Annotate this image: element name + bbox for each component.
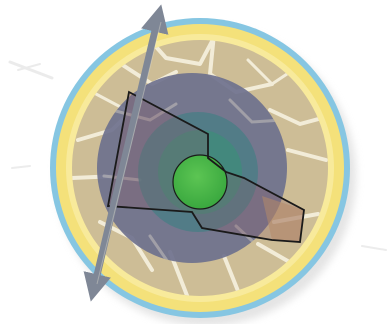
center-circle-icon	[173, 155, 227, 209]
